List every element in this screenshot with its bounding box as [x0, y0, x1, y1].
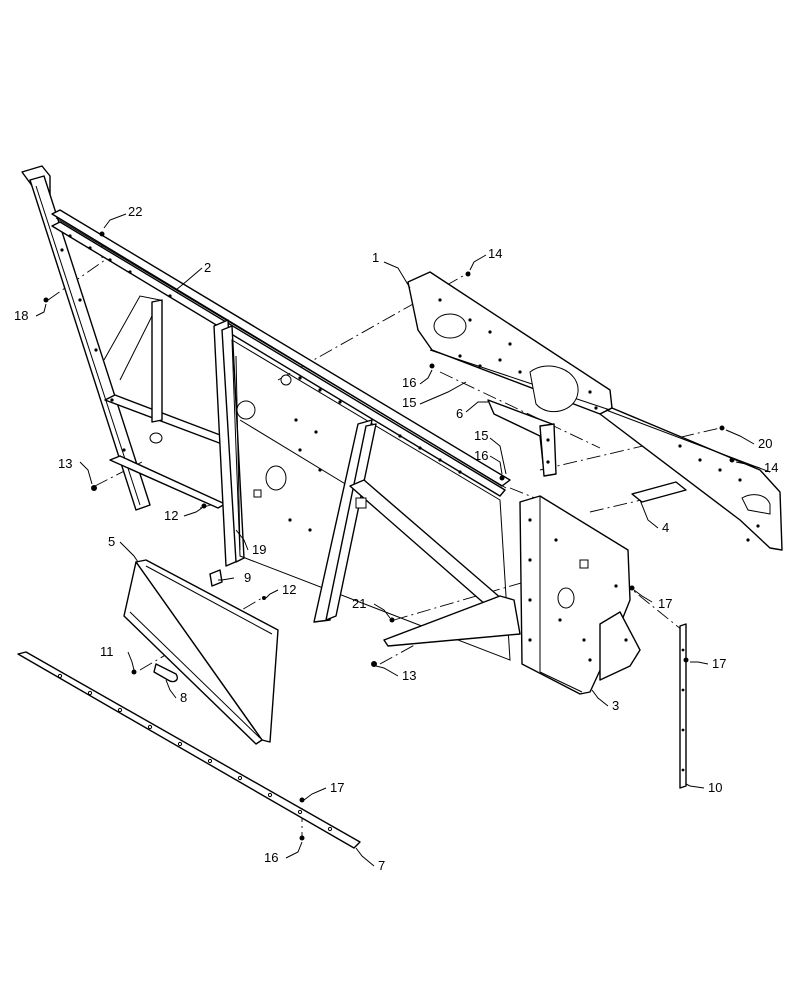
callout-20: 20	[758, 436, 772, 451]
callout-22: 22	[128, 204, 142, 219]
callout-5: 5	[108, 534, 115, 549]
rear-plate	[407, 271, 783, 551]
strip-holes	[57, 673, 333, 832]
callout-17-bottom: 17	[330, 780, 344, 795]
callout-9: 9	[244, 570, 251, 585]
assembly-center-lines	[47, 238, 721, 840]
callout-15-mid: 15	[474, 428, 488, 443]
bracket-part-6	[487, 399, 557, 477]
support-holes	[528, 518, 628, 662]
callout-11: 11	[100, 644, 114, 659]
side-support-weldment	[519, 495, 641, 695]
callout-2: 2	[204, 260, 211, 275]
callout-14-right: 14	[764, 460, 778, 475]
handle-part-8	[153, 663, 178, 683]
callout-12-left: 12	[164, 508, 178, 523]
callout-17-right-lower: 17	[712, 656, 726, 671]
callout-13-mid: 13	[402, 668, 416, 683]
plate-part-4	[631, 481, 687, 503]
callout-7: 7	[378, 858, 385, 873]
rear-plate-holes	[438, 298, 760, 542]
callout-21: 21	[352, 596, 366, 611]
callout-3: 3	[612, 698, 619, 713]
callout-18: 18	[14, 308, 28, 323]
callout-12-mid: 12	[282, 582, 296, 597]
frame-bolt-holes	[60, 234, 462, 532]
callout-labels: 22 2 18 1 14 16 15 6 15 16 20 14 13 12 1…	[14, 204, 778, 873]
callout-13-left: 13	[58, 456, 72, 471]
hardware	[43, 231, 735, 841]
callout-4: 4	[662, 520, 669, 535]
leader-lines	[35, 213, 761, 867]
callout-16-mid: 16	[474, 448, 488, 463]
cover-panel-part-5	[123, 559, 279, 745]
callout-1: 1	[372, 250, 379, 265]
callout-8: 8	[180, 690, 187, 705]
main-frame-weldment	[21, 165, 521, 661]
callout-17-right-upper: 17	[658, 596, 672, 611]
callout-16-upper: 16	[402, 375, 416, 390]
clip-part-9	[209, 569, 223, 587]
callout-15-upper: 15	[402, 395, 416, 410]
callout-14-top: 14	[488, 246, 502, 261]
strip-part-10	[679, 623, 687, 789]
callout-19: 19	[252, 542, 266, 557]
callout-16-bottom: 16	[264, 850, 278, 865]
callout-10: 10	[708, 780, 722, 795]
strip-part-7	[17, 651, 361, 849]
callout-6: 6	[456, 406, 463, 421]
